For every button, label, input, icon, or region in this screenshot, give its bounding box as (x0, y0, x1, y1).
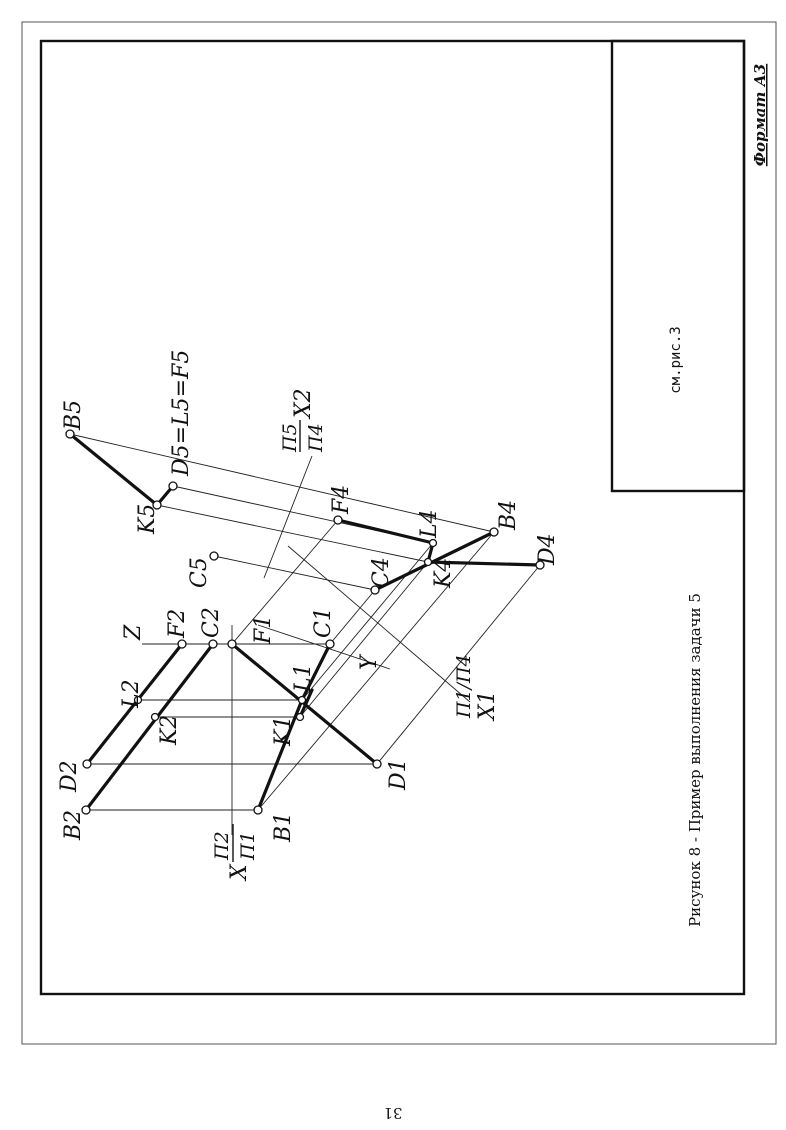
point-labels: B2 D2 L2 K2 F2 C2 Z B1 K1 L1 F1 C1 D1 Y … (57, 350, 560, 843)
point-b4 (489, 527, 499, 537)
inner-frame (39, 39, 746, 996)
label-x12: X (227, 863, 252, 882)
point-d5 (168, 481, 178, 491)
point-c1 (325, 639, 335, 649)
label-x14-frac: П1/П4 (453, 654, 475, 719)
label-d1: D1 (386, 758, 411, 791)
label-c2: C2 (199, 607, 224, 638)
label-x45-bottom: П4 (305, 423, 327, 453)
axis-x14 (287, 545, 471, 703)
label-k5: K5 (135, 504, 160, 535)
point-k2 (150, 712, 160, 722)
point-f2 (177, 639, 187, 649)
point-c4 (370, 585, 380, 595)
label-l1: L1 (291, 663, 316, 693)
label-d5-l5-f5: D5=L5=F5 (169, 350, 194, 477)
point-k1 (295, 712, 305, 722)
point-b2 (81, 805, 91, 815)
label-b2: B2 (61, 810, 86, 841)
label-f1: F1 (251, 615, 276, 645)
label-x14: X1 (475, 690, 500, 722)
svg-text:Формат А3: Формат А3 (751, 64, 769, 166)
label-l4: L4 (417, 509, 442, 539)
point-b1 (253, 805, 263, 815)
point-d4 (535, 560, 545, 570)
label-k2: K2 (157, 715, 182, 746)
label-c4: C4 (369, 557, 394, 588)
point-d1 (372, 759, 382, 769)
label-k1: K1 (271, 716, 296, 747)
axis-y (257, 624, 391, 670)
label-d4: D4 (535, 533, 560, 566)
figure-caption: Рисунок 8 - Пример выполнения задачи 5 (686, 593, 704, 927)
svg-text:31: 31 (383, 1104, 402, 1122)
sheet-format: Формат А3 (751, 64, 769, 166)
point-l2 (133, 695, 143, 705)
label-b5: B5 (61, 400, 86, 431)
point-k5 (152, 500, 162, 510)
title-block (610, 39, 746, 493)
point-k4 (423, 557, 433, 567)
point-b5 (65, 429, 75, 439)
label-c5: C5 (187, 557, 212, 588)
point-f4 (333, 515, 343, 525)
outer-border (21, 21, 777, 1045)
svg-text:Рисунок 8 - Пример выполнения: Рисунок 8 - Пример выполнения задачи 5 (686, 593, 704, 927)
projection-lines (69, 433, 541, 811)
axis-x45 (263, 455, 313, 579)
page-number: 31 (383, 1104, 402, 1122)
label-d2: D2 (57, 760, 82, 793)
label-f4: F4 (329, 485, 354, 515)
label-l2: L2 (119, 679, 144, 709)
point-f1 (227, 639, 237, 649)
label-x45-top: П5 (279, 423, 301, 453)
label-x12-bottom: П1 (237, 831, 259, 861)
label-b4: B4 (496, 500, 521, 531)
label-f2: F2 (165, 609, 190, 639)
label-z: Z (121, 624, 146, 641)
point-l1 (297, 695, 307, 705)
label-c1: C1 (311, 607, 336, 638)
axis-labels: X П2 П1 П1/П4 X1 П5 П4 X2 (211, 388, 500, 882)
label-y: Y (357, 653, 382, 670)
point-l4 (428, 538, 438, 548)
label-b1: B1 (271, 812, 296, 843)
point-d2 (82, 759, 92, 769)
label-k4: K4 (431, 558, 456, 589)
svg-text:см.рис.3: см.рис.3 (668, 326, 684, 393)
title-block-ref: см.рис.3 (668, 326, 684, 393)
points (65, 429, 545, 815)
object-lines (68, 432, 542, 812)
point-c5 (209, 551, 219, 561)
label-x45: X2 (291, 388, 316, 420)
label-x12-top: П2 (211, 831, 233, 861)
point-c2 (208, 639, 218, 649)
